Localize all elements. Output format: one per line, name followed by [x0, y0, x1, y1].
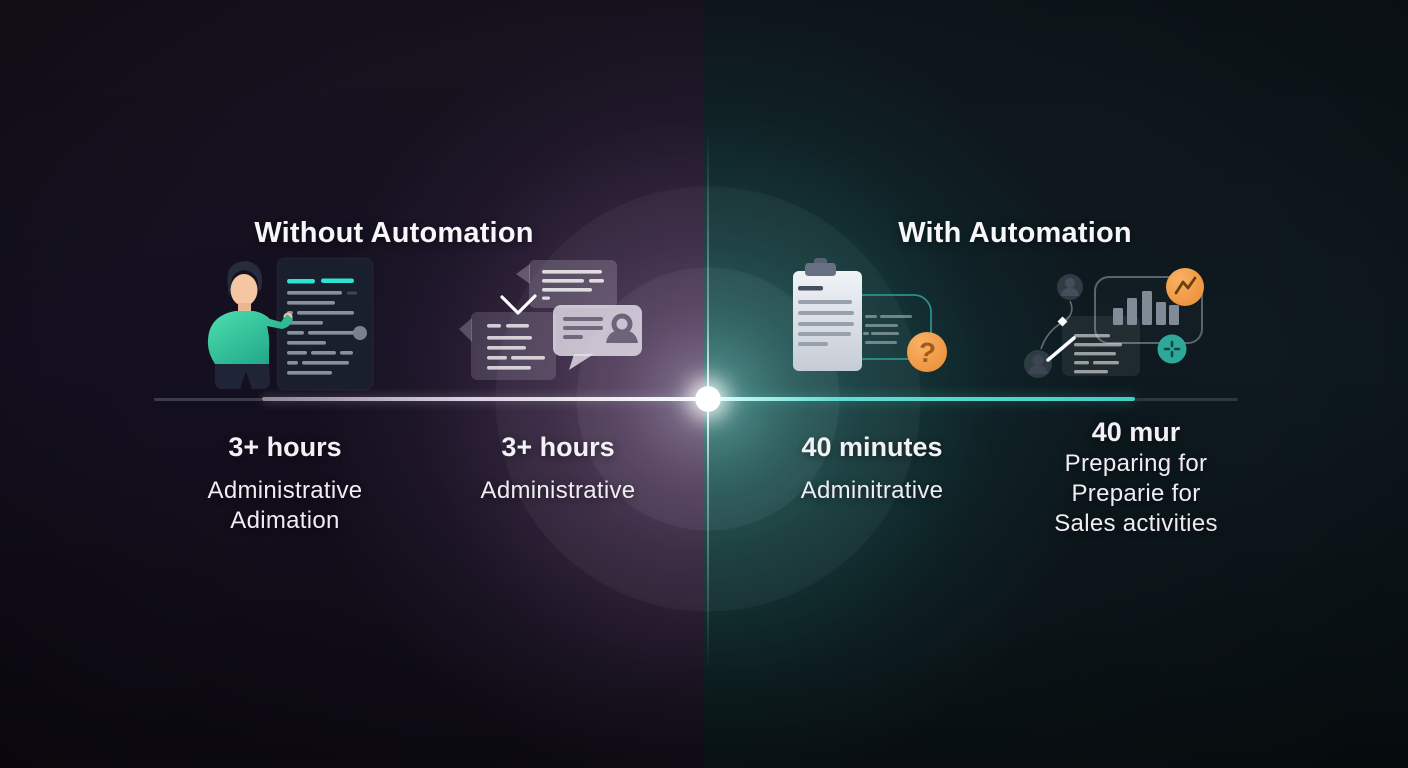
trend-icon	[1174, 276, 1197, 295]
stat-duration: 40 minutes	[801, 432, 943, 462]
timeline-segment-dim-left	[154, 398, 262, 401]
bar-chart	[1113, 291, 1179, 325]
stat-label-line: Adminitrative	[800, 477, 944, 504]
stat-label: Administrative Adimation	[145, 476, 425, 536]
question-badge	[907, 332, 947, 372]
stat-duration: 3+ hours	[501, 432, 615, 462]
avatar-node-top	[1057, 274, 1083, 300]
stat-label-line: Preparing for	[1064, 450, 1208, 477]
chat-bubble-top	[516, 260, 617, 308]
connector-diamond	[1057, 316, 1068, 327]
stat-label-line: Preparie for	[1071, 480, 1201, 507]
clipboard	[793, 258, 862, 371]
chart-frame	[1094, 276, 1203, 344]
question-mark: ?	[916, 336, 937, 369]
chat-bubble-bottom	[459, 312, 556, 380]
timeline-segment-white	[262, 397, 708, 401]
chevron-down-icon	[500, 294, 537, 315]
stat-duration: 3+ hours	[228, 432, 342, 462]
stat-duration: 40 mur	[1091, 417, 1181, 447]
stat-label: Adminitrative	[732, 476, 1012, 506]
right-title: With Automation	[898, 217, 1132, 249]
workflow-chart-icon	[1000, 250, 1220, 395]
stat-col-manual-2: 3+ hours Administrative	[418, 432, 698, 506]
person-document-icon	[195, 250, 385, 395]
stat-label: Administrative	[418, 476, 698, 506]
stat-label-line: Administrative	[207, 477, 363, 504]
arrow-line	[1046, 336, 1076, 362]
chat-bubbles-icon	[450, 248, 660, 393]
plus-icon	[1163, 340, 1181, 358]
contact-card-bubble	[553, 305, 642, 370]
avatar-node-bottom	[1024, 350, 1052, 378]
with-automation-panel	[704, 0, 1408, 768]
trend-badge	[1166, 268, 1204, 306]
timeline-center-dot	[695, 386, 721, 412]
stat-col-manual-1: 3+ hours Administrative Adimation	[145, 432, 425, 536]
stat-label-line: Administrative	[480, 477, 636, 504]
timeline-segment-teal	[708, 397, 1135, 401]
left-title: Without Automation	[254, 217, 534, 249]
timeline-segment-dim-right	[1135, 398, 1238, 401]
stat-col-auto-1: 40 minutes Adminitrative	[732, 432, 1012, 506]
stat-label-line: Adimation	[230, 507, 340, 534]
plus-badge	[1157, 334, 1187, 364]
without-automation-panel	[0, 0, 704, 768]
stat-col-auto-2: 40 mur Preparing for Preparie for Sales …	[996, 417, 1276, 539]
stat-label: Preparing for Preparie for Sales activit…	[996, 449, 1276, 539]
clipboard-question-icon: ?	[778, 255, 963, 390]
stat-label-line: Sales activities	[1054, 510, 1218, 537]
person-figure	[207, 261, 293, 389]
